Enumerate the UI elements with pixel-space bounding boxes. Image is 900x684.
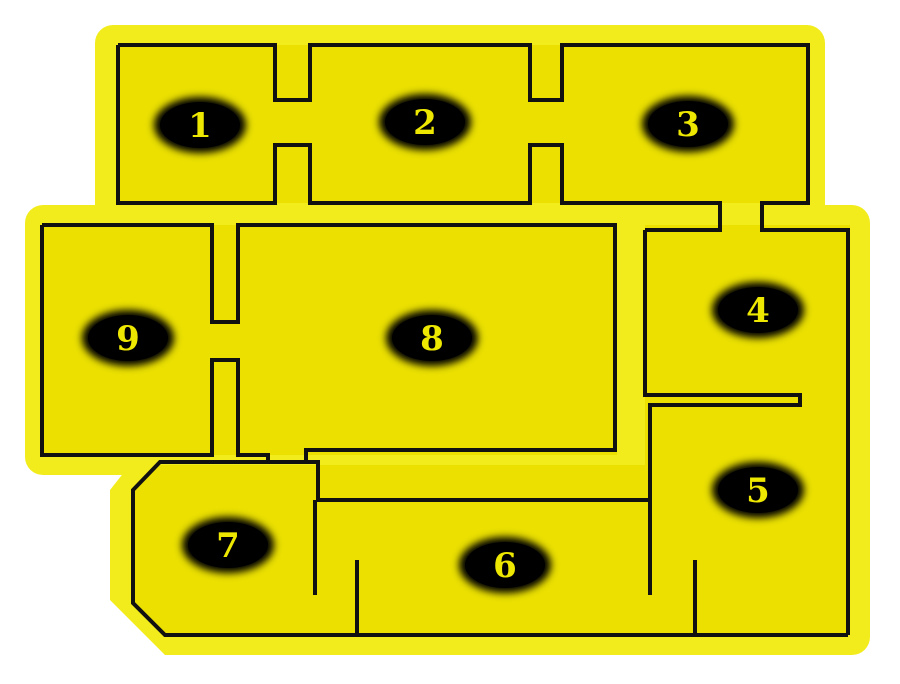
room-number-label: 6: [493, 546, 517, 586]
room-4-marker[interactable]: 4: [712, 282, 804, 338]
room-number-label: 5: [746, 471, 770, 511]
room-number-label: 4: [746, 291, 770, 331]
room-3-marker[interactable]: 3: [642, 96, 734, 152]
room-9-marker[interactable]: 9: [82, 310, 174, 366]
room-badge-core: [718, 467, 798, 513]
room-number-label: 3: [676, 105, 700, 145]
room-badge-core: [188, 522, 268, 568]
room-number-label: 1: [188, 106, 212, 146]
room-6-marker[interactable]: 6: [459, 537, 551, 593]
room-number-label: 8: [420, 319, 444, 359]
room-7-marker[interactable]: 7: [182, 517, 274, 573]
room-5-marker[interactable]: 5: [712, 462, 804, 518]
room-number-label: 2: [413, 103, 437, 143]
room-badge-core: [648, 101, 728, 147]
map-floor: [42, 45, 850, 635]
room-2-marker[interactable]: 2: [379, 94, 471, 150]
room-badge-core: [465, 542, 545, 588]
room-badge-core: [385, 99, 465, 145]
room-badge-core: [160, 102, 240, 148]
room-badge-core: [718, 287, 798, 333]
map-walls: [40, 43, 850, 637]
room-number-label: 7: [216, 526, 240, 566]
room-1-marker[interactable]: 1: [154, 97, 246, 153]
room-badge-core: [88, 315, 168, 361]
room-8-marker[interactable]: 8: [386, 310, 478, 366]
room-number-label: 9: [116, 319, 140, 359]
room-badge-core: [392, 315, 472, 361]
